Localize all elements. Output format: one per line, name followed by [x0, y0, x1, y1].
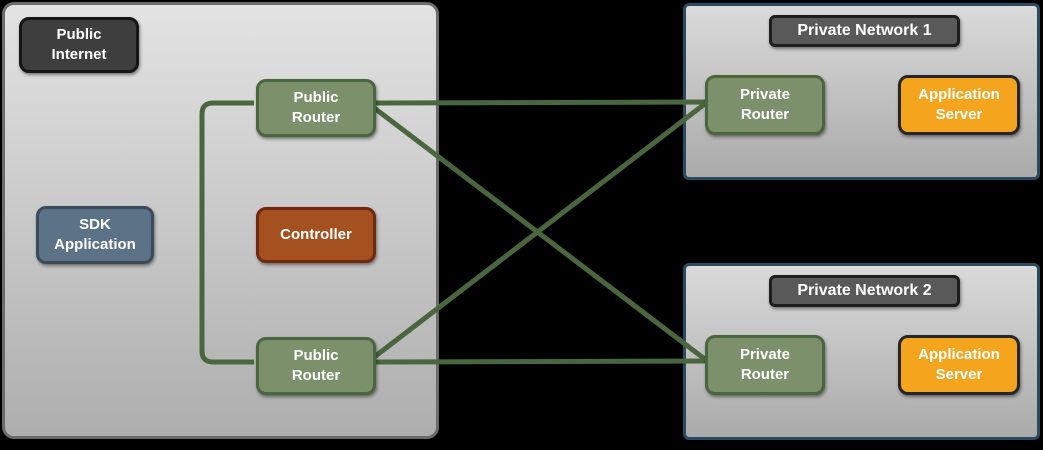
- private-network-1-zone: Private Network 1 Private Router Applica…: [683, 3, 1040, 180]
- private-network-2-title: Private Network 2: [769, 275, 960, 307]
- private-network-2-zone: Private Network 2 Private Router Applica…: [683, 263, 1040, 440]
- controller-node: Controller: [256, 207, 376, 263]
- private-router-1-node: Private Router: [705, 75, 825, 135]
- public-internet-label: Public Internet: [19, 17, 139, 73]
- private-network-1-title: Private Network 1: [769, 15, 960, 47]
- public-router-top-node: Public Router: [256, 79, 376, 137]
- sdk-application-node: SDK Application: [36, 206, 154, 264]
- application-server-1-node: Application Server: [898, 75, 1020, 135]
- private-router-2-node: Private Router: [705, 335, 825, 395]
- public-router-bottom-node: Public Router: [256, 337, 376, 395]
- application-server-2-node: Application Server: [898, 335, 1020, 395]
- public-internet-zone: Public Internet SDK Application Controll…: [2, 2, 439, 439]
